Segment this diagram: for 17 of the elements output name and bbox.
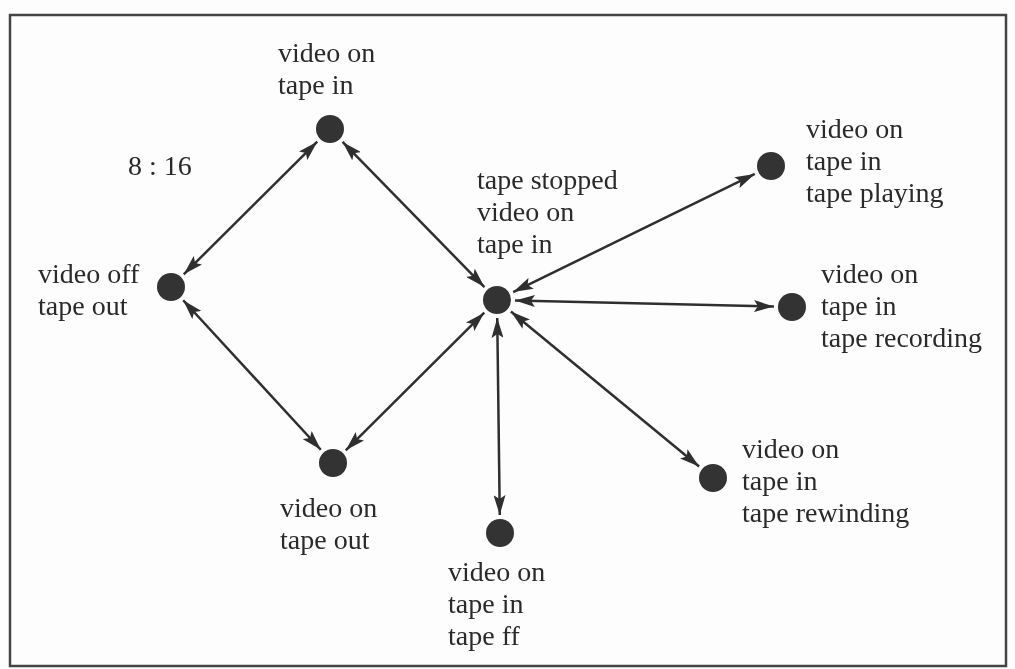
double-arrow <box>182 299 322 451</box>
state-label: video on tape in tape recording <box>821 258 982 354</box>
state-label: tape stopped video on tape in <box>477 164 618 260</box>
state-label: video on tape in tape rewinding <box>742 433 910 529</box>
double-arrow <box>491 318 506 515</box>
state-label: video on tape in <box>278 37 376 101</box>
double-arrow <box>344 311 486 452</box>
annotation-text: 8 : 16 <box>128 150 192 182</box>
double-arrow <box>514 294 775 313</box>
double-arrow <box>341 141 486 288</box>
state-label: video off tape out <box>38 258 140 322</box>
state-label: video on tape in tape playing <box>806 113 944 209</box>
double-arrow <box>510 310 700 468</box>
double-arrow <box>182 140 319 276</box>
state-label: video on tape out <box>280 492 378 556</box>
double-arrow <box>512 172 756 294</box>
state-label: video on tape in tape ff <box>448 556 546 652</box>
